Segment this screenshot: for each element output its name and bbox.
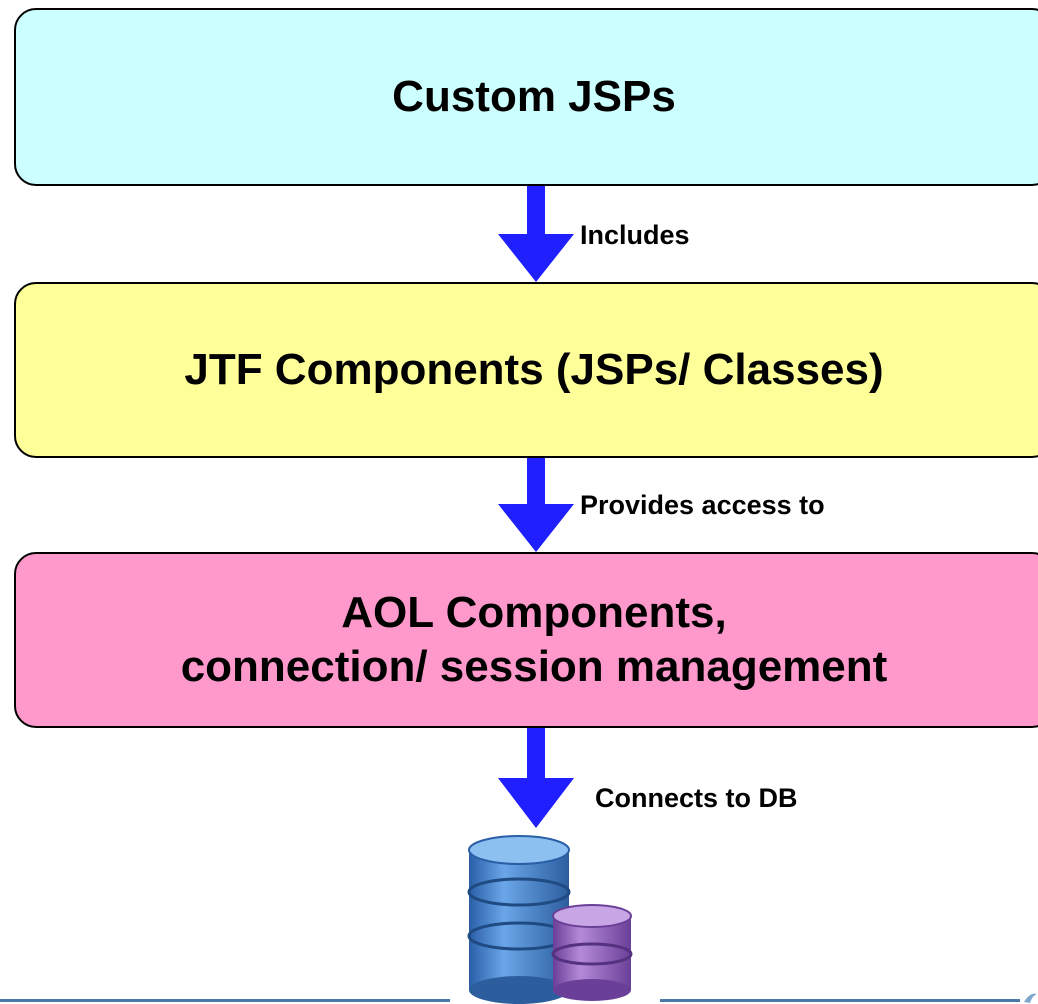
custom-jsps-label: Custom JSPs <box>392 72 676 121</box>
aol-components-line2: connection/ session management <box>180 642 888 691</box>
footer-line-right <box>660 999 1020 1002</box>
arrow-down-icon <box>498 728 574 828</box>
jtf-components-label: JTF Components (JSPs/ Classes) <box>184 345 884 394</box>
arrow-down-icon <box>498 186 574 282</box>
aol-components-box: AOL Components, connection/ session mana… <box>14 552 1038 728</box>
custom-jsps-box: Custom JSPs <box>14 8 1038 186</box>
corner-logo-icon <box>1024 993 1037 1003</box>
includes-label: Includes <box>580 220 690 250</box>
connects-to-db-label: Connects to DB <box>595 783 798 813</box>
provides-access-label: Provides access to <box>580 490 825 520</box>
jtf-components-box: JTF Components (JSPs/ Classes) <box>14 282 1038 458</box>
aol-components-line1: AOL Components, <box>341 588 727 638</box>
database-icon <box>467 835 633 1004</box>
footer-line-left <box>0 999 450 1002</box>
arrow-down-icon <box>498 458 574 552</box>
